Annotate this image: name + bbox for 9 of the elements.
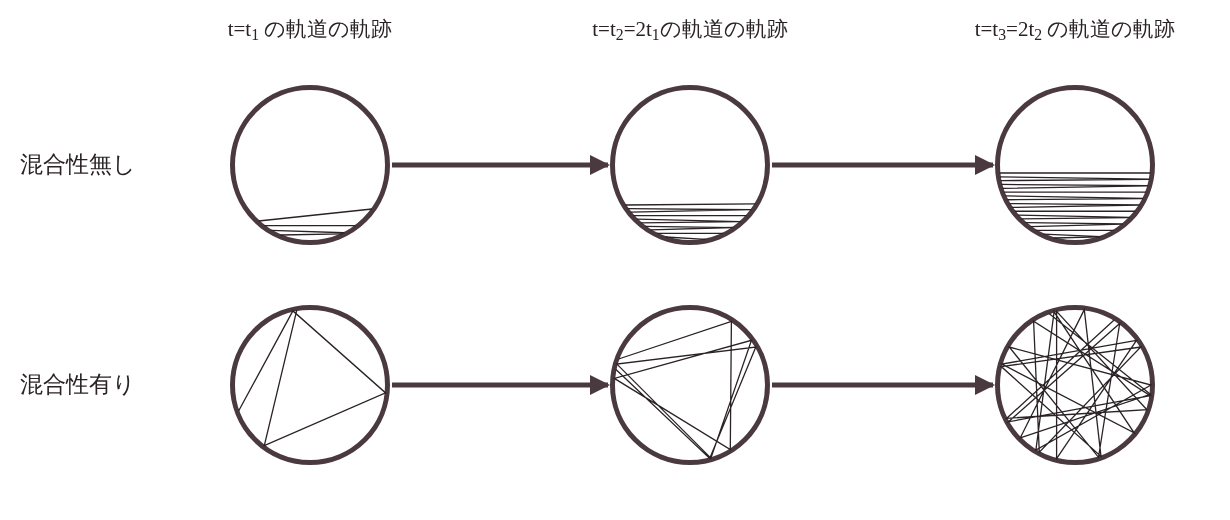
arrow <box>772 155 995 175</box>
column-heading: t=t$_{1}$ の軌道の軌跡 <box>227 16 393 46</box>
column-heading: t=t$_{2}$=2t$_{1}$の軌道の軌跡 <box>592 16 788 46</box>
arrow <box>392 375 610 395</box>
row-label: 混合性有り <box>20 370 136 399</box>
arrow <box>772 375 995 395</box>
column-heading: t=t$_{3}$=2t$_{2}$ の軌道の軌跡 <box>974 16 1176 46</box>
row-label: 混合性無し <box>20 150 136 179</box>
arrow <box>392 155 610 175</box>
